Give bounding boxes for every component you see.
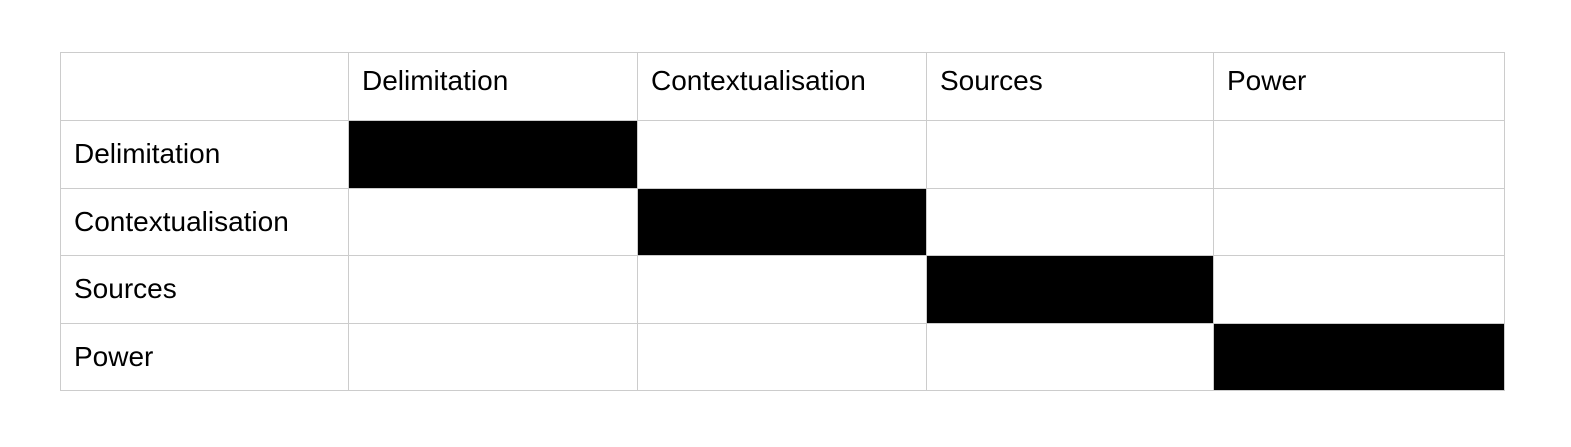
- table-row: Power: [60, 322, 1505, 391]
- diagonal-filled-cell: [926, 255, 1214, 324]
- row-header-1: Contextualisation: [60, 187, 349, 256]
- column-header-2: Sources: [926, 52, 1214, 121]
- table-cell: [926, 120, 1214, 189]
- table-cell: [1213, 187, 1505, 256]
- table-cell: [637, 255, 927, 324]
- table-cell: [637, 322, 927, 391]
- table-cell: [926, 187, 1214, 256]
- diagonal-filled-cell: [348, 120, 638, 189]
- row-header-2: Sources: [60, 255, 349, 324]
- table-cell: [348, 187, 638, 256]
- column-header-3: Power: [1213, 52, 1505, 121]
- column-header-1: Contextualisation: [637, 52, 927, 121]
- table-cell: [348, 322, 638, 391]
- table-row: Contextualisation: [60, 187, 1505, 256]
- diagonal-filled-cell: [637, 187, 927, 256]
- table-cell: [348, 255, 638, 324]
- diagonal-filled-cell: [1213, 322, 1505, 391]
- table-cell: [1213, 255, 1505, 324]
- column-header-0: Delimitation: [348, 52, 638, 121]
- table-row: Delimitation: [60, 120, 1505, 189]
- table-row: Sources: [60, 255, 1505, 324]
- row-header-3: Power: [60, 322, 349, 391]
- table-cell: [1213, 120, 1505, 189]
- row-header-0: Delimitation: [60, 120, 349, 189]
- table-cell: [926, 322, 1214, 391]
- table-cell: [637, 120, 927, 189]
- corner-cell: [60, 52, 349, 121]
